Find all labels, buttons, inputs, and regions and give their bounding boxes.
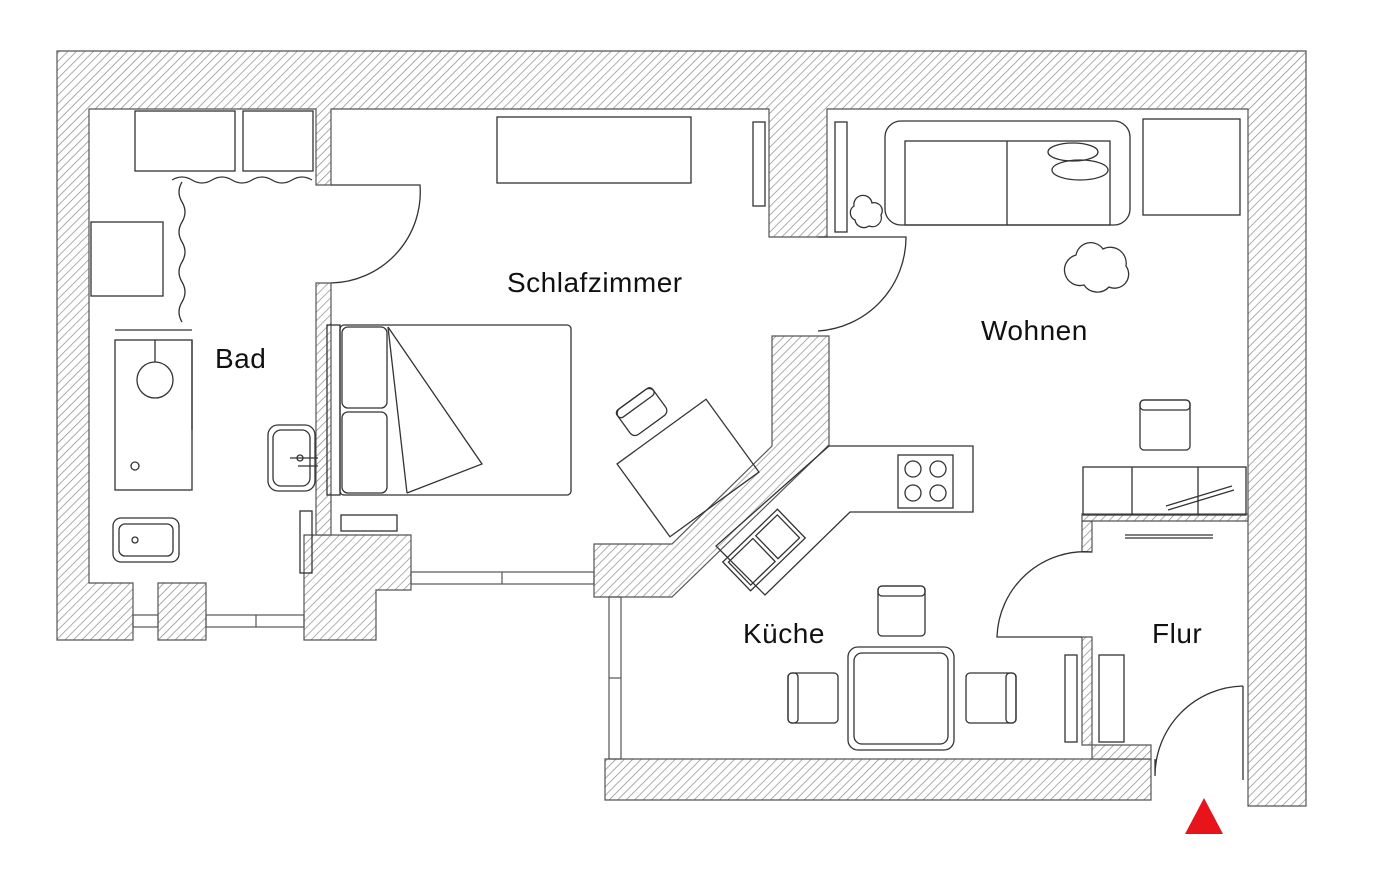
side-cabinet bbox=[1142, 118, 1241, 216]
armchair bbox=[1139, 399, 1191, 451]
wall-flur-1 bbox=[1081, 520, 1093, 553]
wall-flur-top bbox=[1081, 513, 1249, 522]
doors bbox=[330, 184, 1244, 780]
kitchen-counter bbox=[715, 445, 974, 596]
room-label-wohnen: Wohnen bbox=[981, 315, 1088, 346]
windows bbox=[132, 571, 622, 760]
wall-flur-2 bbox=[1081, 636, 1093, 746]
coffee-table bbox=[1063, 242, 1130, 293]
room-label-flur: Flur bbox=[1152, 618, 1203, 649]
room-label-bad: Bad bbox=[215, 343, 267, 374]
bed bbox=[339, 324, 572, 496]
chair bbox=[616, 387, 668, 437]
cushion-2 bbox=[1051, 159, 1109, 181]
furniture bbox=[90, 110, 1247, 751]
wall-bottom-bad-1 bbox=[157, 582, 207, 641]
outer-wall-top bbox=[56, 50, 1307, 807]
door-wohnen bbox=[817, 236, 907, 332]
door-entrance bbox=[1154, 685, 1244, 777]
cushion-1 bbox=[1047, 142, 1099, 162]
wall-bottom-bad-2 bbox=[303, 534, 412, 641]
plant-1 bbox=[849, 194, 883, 229]
window-bad bbox=[132, 614, 159, 628]
shower-icon bbox=[136, 361, 174, 399]
walls bbox=[56, 50, 1307, 807]
wardrobe bbox=[496, 116, 692, 184]
stove-icon bbox=[897, 454, 954, 509]
dining-chair-top bbox=[877, 585, 926, 637]
wall-diagonal bbox=[593, 335, 830, 598]
washbasin bbox=[112, 517, 180, 563]
door-bad bbox=[330, 184, 421, 284]
room-label-kueche: Küche bbox=[743, 618, 825, 649]
door-flur bbox=[996, 551, 1093, 638]
bench bbox=[340, 514, 398, 532]
bad-cabinet-2 bbox=[242, 110, 314, 172]
window-bad-2 bbox=[205, 614, 305, 628]
wall-flur-3 bbox=[1091, 744, 1152, 760]
sideboard bbox=[1082, 466, 1247, 516]
dining-table bbox=[847, 646, 955, 751]
dining-chair-left bbox=[787, 672, 839, 724]
room-label-schlafzimmer: Schlafzimmer bbox=[507, 267, 683, 298]
shower-curtain bbox=[171, 176, 313, 184]
sink-icon bbox=[721, 508, 807, 592]
desk bbox=[616, 398, 760, 538]
dining-chair-right bbox=[965, 672, 1017, 724]
bad-cabinet-3 bbox=[90, 221, 164, 297]
wall-bad-bedroom bbox=[315, 282, 332, 536]
wall-bottom-kitchen bbox=[604, 758, 1152, 801]
bad-cabinet-1 bbox=[134, 110, 236, 172]
entrance-arrow-icon bbox=[1185, 798, 1223, 834]
